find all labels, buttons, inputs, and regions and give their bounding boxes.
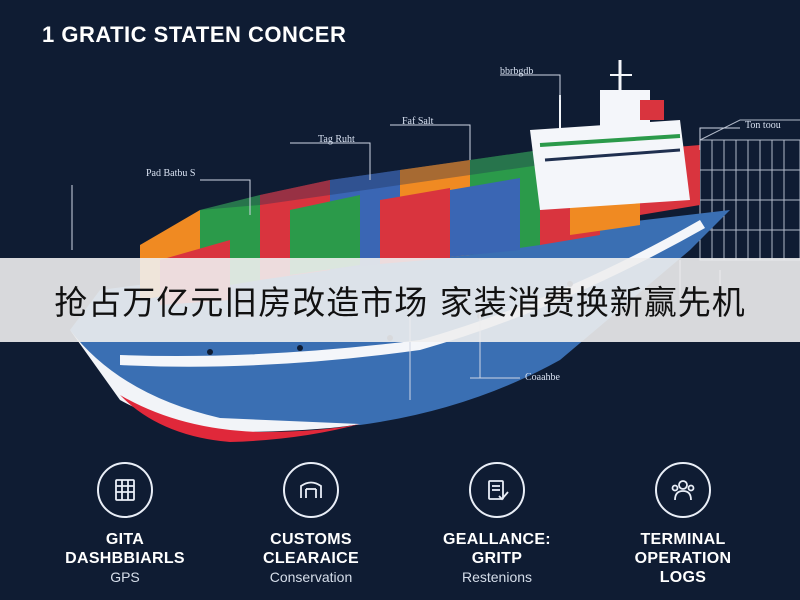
- feature-subtitle: Conservation: [269, 569, 353, 585]
- people-group-icon: [655, 462, 711, 518]
- feature-title-line1: TERMINAL: [640, 531, 726, 548]
- feature-title-line2: DASHBBIARLS: [65, 550, 185, 567]
- page-title: 1 GRATIC STATEN CONCER: [42, 22, 347, 47]
- feature-customs: CUSTOMS CLEARAICE Conservation: [226, 462, 396, 586]
- feature-row: GITA DASHBBIARLS GPS CUSTOMS CLEARAICE C…: [0, 462, 800, 600]
- callout-label-left2: Pad Batbu S: [146, 168, 196, 179]
- headline-text: 抢占万亿元旧房改造市场 家装消费换新赢先机: [54, 283, 746, 322]
- feature-clearance: GEALLANCE: GRITP Restenions: [412, 462, 582, 586]
- callout-label-right: Ton toou: [745, 120, 781, 131]
- gate-truck-icon: [283, 462, 339, 518]
- callout-label-top: bbrbgdb: [500, 66, 534, 77]
- bridge-tower: [530, 60, 690, 210]
- feature-title-line2: OPERATION: [634, 550, 732, 567]
- feature-title-line1: GEALLANCE:: [443, 531, 551, 548]
- headline-banner: 抢占万亿元旧房改造市场 家装消费换新赢先机: [0, 258, 800, 342]
- callout-label-left1: Tag Ruht: [318, 134, 355, 145]
- wireframe-container-stack: [699, 119, 800, 261]
- feature-title-line2: GRITP: [471, 550, 523, 567]
- clipboard-check-icon: [469, 462, 525, 518]
- feature-title-line1: GITA: [105, 531, 145, 548]
- container-stacks: [140, 145, 700, 305]
- feature-terminal: TERMINAL OPERATION LOGS: [598, 462, 768, 587]
- feature-title-line2: CLEARAICE: [262, 550, 360, 567]
- callout-label-bottom: Coaahbe: [525, 372, 560, 383]
- grid-document-icon: [97, 462, 153, 518]
- feature-subtitle: Restenions: [461, 569, 533, 585]
- feature-title-line3: LOGS: [659, 569, 707, 586]
- feature-dashboards: GITA DASHBBIARLS GPS: [40, 462, 210, 586]
- feature-subtitle: GPS: [110, 569, 140, 585]
- feature-title-line1: CUSTOMS: [270, 531, 352, 548]
- callout-label-mid: Faf Salt: [402, 116, 434, 127]
- cargo-ship-illustration: [70, 60, 800, 442]
